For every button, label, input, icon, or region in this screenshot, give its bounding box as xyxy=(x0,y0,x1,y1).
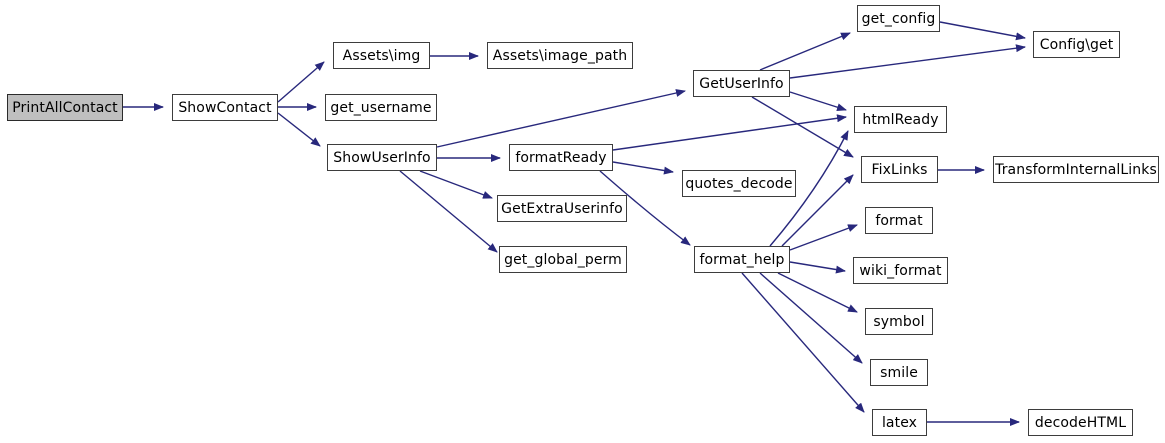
edge-GetUserInfo-to-FixLinks xyxy=(751,96,854,158)
edge-ShowContact-to-ShowUserInfo xyxy=(277,112,321,147)
graph-node-format_help[interactable]: format_help xyxy=(694,246,790,273)
edge-GetUserInfo-to-get_config xyxy=(759,32,851,71)
edge-ShowContact-to-AssetsImg xyxy=(277,61,325,103)
graph-node-wiki_format[interactable]: wiki_format xyxy=(853,257,948,284)
edge-formatReady-to-htmlReady xyxy=(612,114,847,151)
edge-format_help-to-smile xyxy=(759,272,863,364)
graph-node-get_username[interactable]: get_username xyxy=(325,94,437,121)
graph-node-get_config[interactable]: get_config xyxy=(857,5,940,32)
graph-node-smile[interactable]: smile xyxy=(870,359,928,386)
graph-node-quotes_decode[interactable]: quotes_decode xyxy=(682,170,796,197)
graph-node-formatReady[interactable]: formatReady xyxy=(509,144,613,171)
graph-node-format[interactable]: format xyxy=(865,207,933,234)
edge-formatReady-to-quotes_decode xyxy=(612,161,674,175)
graph-node-GetExtraUserinfo[interactable]: GetExtraUserinfo xyxy=(497,195,627,222)
edge-ShowUserInfo-to-get_global_perm xyxy=(399,170,498,253)
graph-node-TransformInternalLinks[interactable]: TransformInternalLinks xyxy=(993,156,1159,183)
edge-ShowUserInfo-to-GetUserInfo xyxy=(436,89,686,148)
graph-node-ShowUserInfo[interactable]: ShowUserInfo xyxy=(327,144,437,171)
edge-GetUserInfo-to-htmlReady xyxy=(789,91,847,112)
graph-node-decodeHTML[interactable]: decodeHTML xyxy=(1028,409,1133,436)
graph-node-AssetsImg[interactable]: Assets\img xyxy=(333,42,430,69)
graph-node-htmlReady[interactable]: htmlReady xyxy=(854,106,947,133)
edge-GetUserInfo-to-Config_get xyxy=(789,44,1026,79)
graph-node-latex[interactable]: latex xyxy=(872,409,927,436)
graph-node-GetUserInfo[interactable]: GetUserInfo xyxy=(693,70,790,97)
edge-format_help-to-wiki_format xyxy=(789,261,846,274)
graph-node-Config_get[interactable]: Config\get xyxy=(1033,31,1120,58)
edge-get_config-to-Config_get xyxy=(939,21,1026,41)
graph-node-ShowContact[interactable]: ShowContact xyxy=(172,94,278,121)
graph-node-PrintAllContact[interactable]: PrintAllContact xyxy=(7,94,123,121)
edge-format_help-to-symbol xyxy=(777,272,858,313)
edge-format_help-to-format xyxy=(789,224,858,251)
graph-node-symbol[interactable]: symbol xyxy=(865,308,933,335)
edge-ShowUserInfo-to-GetExtraUserinfo xyxy=(419,170,493,199)
graph-node-get_global_perm[interactable]: get_global_perm xyxy=(499,246,627,273)
edge-format_help-to-latex xyxy=(741,272,865,413)
graph-node-FixLinks[interactable]: FixLinks xyxy=(861,156,938,183)
graph-node-AssetsImagePath[interactable]: Assets\image_path xyxy=(487,42,633,69)
